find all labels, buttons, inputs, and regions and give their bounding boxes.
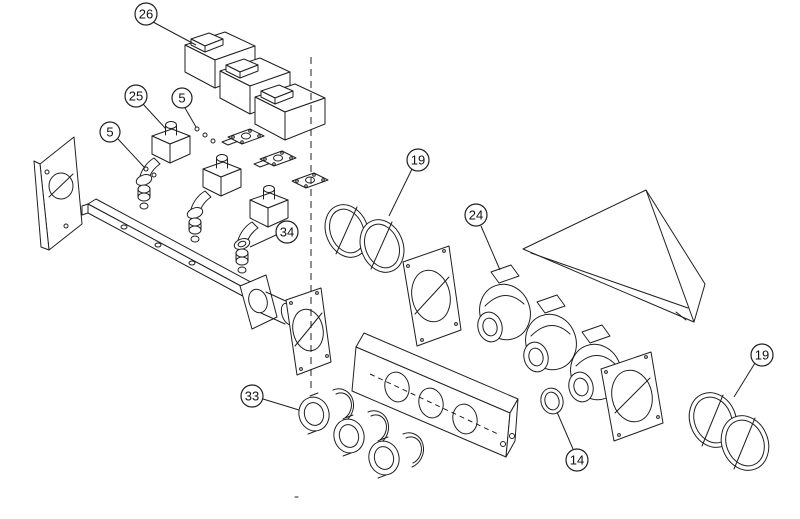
- callout-circle: [565, 448, 589, 472]
- valve-cover-boxes: [184, 31, 326, 141]
- callout-number: 34: [280, 225, 294, 240]
- outlet-tube: [239, 274, 296, 330]
- solenoid-valve: [135, 121, 191, 210]
- callout-number: 25: [129, 89, 143, 104]
- rear-cover-panel: [522, 189, 706, 323]
- callout-34: 34: [249, 220, 299, 248]
- hose-clamp: [333, 410, 389, 457]
- callout-layer: 26 25 5 5 19 24 34 33 14 19: [99, 2, 774, 472]
- retainer-plate-center: [285, 287, 332, 376]
- callout-number: 5: [106, 125, 113, 140]
- manifold-rail: [81, 198, 261, 302]
- callout-19: 19: [388, 148, 430, 217]
- callout-leader-line: [152, 21, 197, 46]
- gasket-rings-right: [688, 392, 770, 471]
- callout-leader-line: [733, 362, 756, 398]
- callout-number: 33: [245, 389, 259, 404]
- blower-housing: [477, 264, 531, 343]
- callout-circle: [275, 220, 299, 244]
- callout-leader-line: [556, 411, 574, 450]
- solenoid-valve: [186, 154, 242, 243]
- callout-number: 14: [570, 453, 584, 468]
- callout-circle: [240, 384, 264, 408]
- retainer-plate-right: [600, 351, 664, 442]
- callout-circle: [124, 84, 148, 108]
- callout-14: 14: [556, 411, 589, 472]
- callout-circle: [171, 87, 193, 109]
- callout-5: 5: [171, 87, 197, 128]
- callout-leader-line: [249, 234, 277, 248]
- callout-5: 5: [99, 121, 145, 168]
- callout-number: 19: [755, 348, 769, 363]
- solenoid-valve-assembly: [135, 121, 329, 274]
- callout-circle: [406, 148, 430, 172]
- callout-circle: [99, 121, 121, 143]
- callout-33: 33: [240, 384, 300, 411]
- callout-number: 24: [469, 208, 483, 223]
- blower-assembly: [477, 264, 622, 403]
- callout-leader-line: [117, 138, 145, 168]
- solenoid-valve: [233, 185, 289, 274]
- parts-drawing: [33, 31, 770, 498]
- retainer-plate-mid: [402, 245, 462, 347]
- valve-cover-box: [254, 83, 326, 141]
- callout-number: 26: [139, 7, 153, 22]
- blower-housing: [523, 294, 577, 373]
- callout-leader-line: [184, 107, 197, 128]
- callout-leader-line: [262, 398, 300, 411]
- side-bracket-panel: [33, 136, 83, 251]
- hose-clamp: [298, 388, 354, 435]
- valve-flange-pads: [221, 128, 329, 189]
- callout-circle: [134, 2, 158, 26]
- mounting-screws: [143, 126, 216, 178]
- clamp-ring-14: [540, 387, 564, 415]
- callout-circle: [464, 203, 488, 227]
- callout-leader-line: [388, 168, 413, 217]
- hose-clamp: [368, 432, 424, 479]
- callout-number: 5: [178, 91, 185, 106]
- gasket-rings-upper: [324, 204, 405, 273]
- callout-24: 24: [464, 203, 501, 271]
- hose-clamps-33: [298, 388, 424, 479]
- callout-26: 26: [134, 2, 197, 46]
- callout-leader-line: [480, 225, 501, 271]
- callout-circle: [750, 343, 774, 367]
- callout-19: 19: [733, 343, 774, 398]
- plenum-box: [351, 332, 519, 458]
- callout-leader-line: [142, 103, 167, 130]
- callout-25: 25: [124, 84, 167, 130]
- callout-number: 19: [411, 153, 425, 168]
